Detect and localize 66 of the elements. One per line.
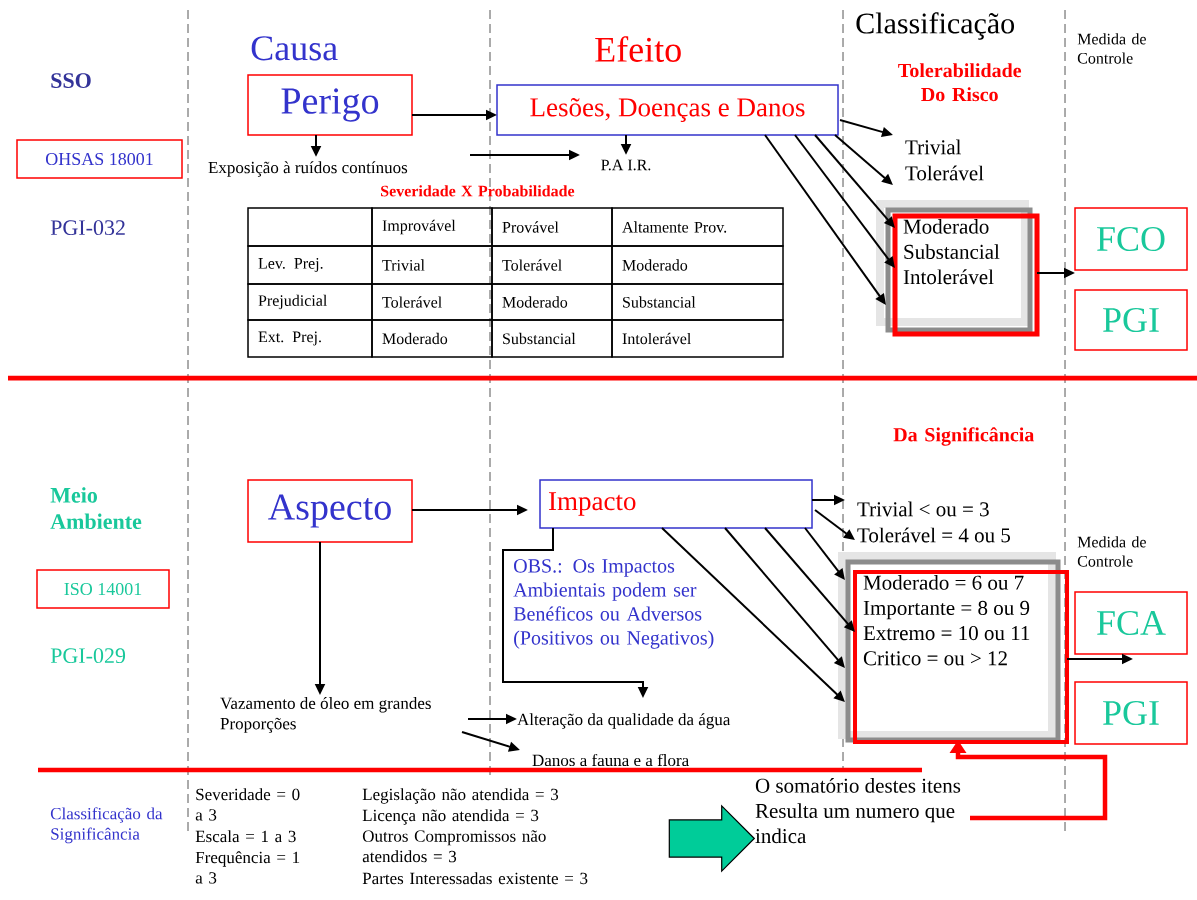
table-cell: Lev. Prej. [247,245,373,285]
arrow [724,527,845,668]
criterion-text: Frequência = 1 a 3 [195,851,300,884]
classification-box: Moderado = 6 ou 7 Importante = 8 ou 9 Extremo = 10 ou 11 Critico = ou > 12 [838,552,1069,744]
class-text: Tolerável = 4 ou 5 [857,527,1011,543]
criterion-text: Severidade = 0 a 3 [195,788,300,821]
control-box: FCO [1074,207,1188,271]
class-text: Trivial < ou = 3 [857,501,989,517]
row-title: Meio Ambiente [50,487,142,530]
concept-box: Aspecto [247,479,413,543]
result-text: Vazamento de óleo em grandes Proporções [220,697,431,733]
table-cell: Improvável [371,207,493,247]
result-text: P.A I.R. [601,159,651,171]
table-cell: Trivial [371,245,493,285]
table-cell: Moderado [611,245,784,285]
arrow [764,527,855,632]
concept-box: Perigo [247,74,413,136]
criterion-text: Legislação não atendida = 3 [362,788,559,804]
result-text: Alteração da qualidade da água [517,713,731,729]
arrow [834,134,893,185]
class-text: Trivial [905,139,961,155]
table-cell: Altamente Prov. [611,207,784,247]
result-text: Exposição à ruídos contínuos [208,161,408,177]
table-cell: Prejudicial [247,283,373,321]
arrow [814,134,895,228]
table-cell: Substancial [491,319,613,358]
note-text: O somatório destes itens Resulta um numero que indica [755,778,961,844]
arrow [661,527,845,702]
note-text: OBS.: Os Impactos Ambientais podem ser Benéficos ou Adversos (Positivos ou Negativos) [513,559,714,649]
column-title: Classificação [856,12,1015,40]
subtitle: Da Significância [893,427,1034,446]
standard-box: OHSAS 18001 [16,139,183,179]
row-title: SSO [51,73,91,88]
criterion-text: Licença não atendida = 3 [362,809,539,825]
control-box: PGI [1074,289,1188,351]
table-cell: Intolerável [611,319,784,358]
column-title: Causa [251,36,338,61]
criterion-text: Outros Compromissos não atendidos = 3 [362,830,546,863]
arrow [794,134,895,268]
arrow [804,527,845,580]
concept-box: Impacto [539,479,813,529]
row-title: Classificação da Significância [50,807,163,844]
table-cell: Moderado [371,319,493,358]
subtitle: Severidade X Probabilidade [381,185,575,197]
classification-box: Moderado Substancial Intolerável [876,200,1040,337]
criterion-text: Partes Interessadas existente = 3 [362,872,588,885]
table-cell: Substancial [611,283,784,321]
table-cell: Tolerável [371,283,493,321]
procedure-code: PGI-029 [50,648,126,664]
column-title: Medida de Controle [1077,33,1146,64]
subtitle: Tolerabilidade Do Risco [898,63,1022,102]
class-text: Tolerável [905,165,984,181]
criterion-text: Escala = 1 a 3 [195,830,296,843]
concept-box: Lesões, Doenças e Danos [496,84,839,136]
standard-box: ISO 14001 [36,569,170,609]
control-box: FCA [1074,591,1188,655]
result-text: Danos a fauna e a flora [532,753,689,767]
arrow [764,134,886,305]
procedure-code: PGI-032 [50,220,125,236]
arrow [814,509,855,540]
table-cell: Provável [491,207,613,247]
column-title: Medida de Controle [1077,536,1146,567]
control-box: PGI [1074,681,1188,745]
table-cell: Ext. Prej. [247,319,373,358]
table-cell: Moderado [491,283,613,321]
table-cell: Tolerável [491,245,613,285]
